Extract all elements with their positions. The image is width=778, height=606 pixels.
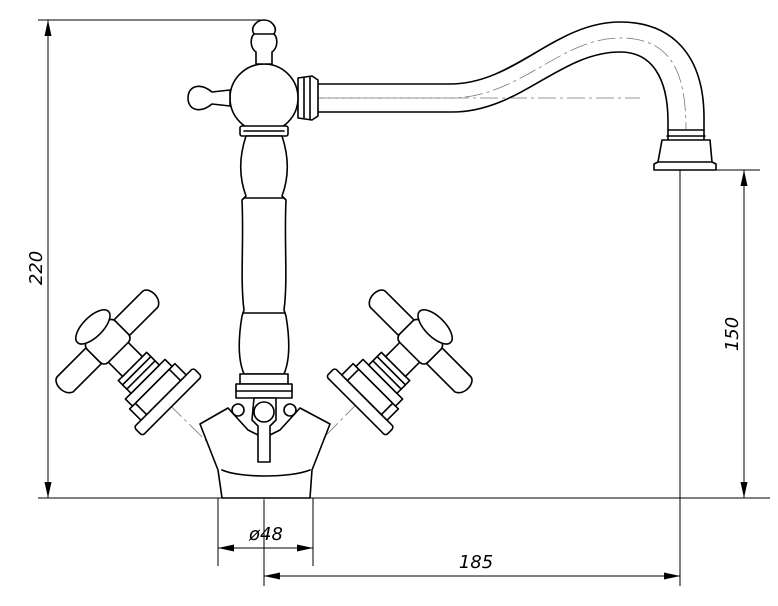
spout-curve-centerline [320, 37, 687, 131]
swivel-collar [297, 75, 319, 121]
reference-lines [38, 19, 770, 586]
spout [313, 21, 717, 171]
dimension-spout-height: 150 [722, 170, 748, 498]
left-valve [326, 289, 473, 436]
dimension-185-label: 185 [459, 552, 493, 573]
dimension-150-label: 150 [722, 317, 743, 351]
valve-body [199, 397, 331, 499]
dimension-base-diameter: ø48 [218, 524, 313, 552]
dimension-48-label: ø48 [248, 524, 283, 545]
dimension-spout-reach: 185 [264, 552, 680, 580]
right-valve [55, 289, 202, 436]
top-handle [187, 19, 299, 137]
central-column [235, 135, 293, 399]
dimension-220-label: 220 [26, 251, 47, 285]
dimension-height-total: 220 [26, 20, 52, 498]
